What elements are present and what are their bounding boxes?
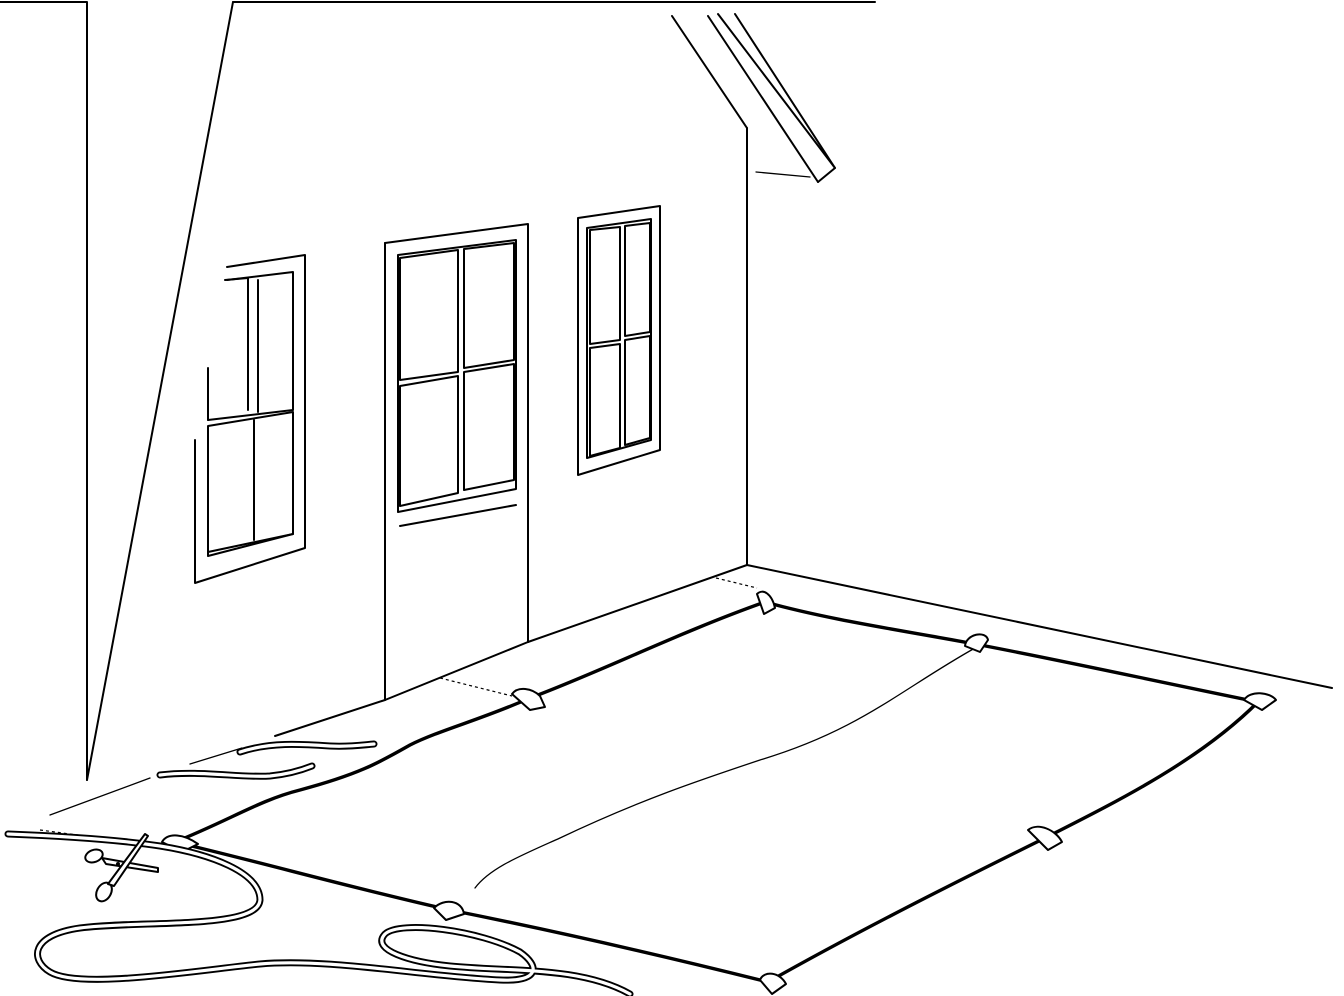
right-window (578, 206, 660, 475)
loop-bottom-left (434, 902, 464, 920)
door (385, 224, 528, 700)
loop-bottom (760, 974, 786, 994)
loop-mid-top (965, 634, 988, 652)
edge-rope (175, 602, 1258, 982)
left-window (195, 255, 305, 583)
building-wall (0, 2, 875, 780)
corner-loops (162, 592, 1276, 994)
cut-rope-pieces (160, 744, 374, 776)
ground-lines (40, 565, 1332, 846)
loop-right (1244, 693, 1276, 710)
ground-cover (475, 648, 975, 888)
loop-top-left (512, 689, 545, 710)
loop-top (757, 592, 775, 614)
